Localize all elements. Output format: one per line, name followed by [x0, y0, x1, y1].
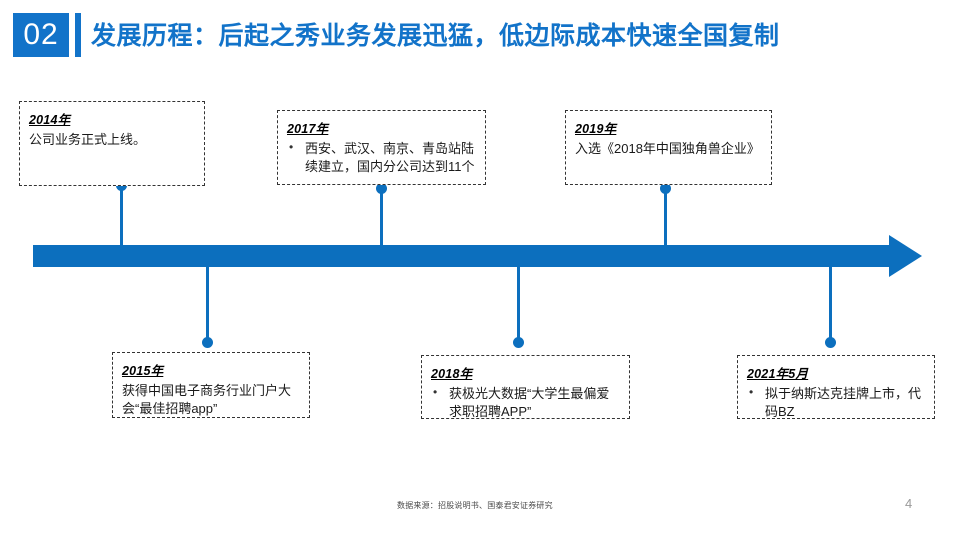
connector-line-2017 — [380, 188, 383, 247]
event-card-2017[interactable]: 2017年 • 西安、武汉、南京、青岛站陆续建立，国内分公司达到11个 — [277, 110, 486, 185]
section-number-badge: 02 — [13, 13, 69, 57]
bullet-icon: • — [289, 140, 294, 154]
event-body-2018: • 获极光大数据“大学生最偏爱求职招聘APP” — [431, 385, 621, 421]
event-year-2017: 2017年 — [287, 122, 329, 136]
source-note: 数据来源：招股说明书、国泰君安证券研究 — [397, 501, 553, 510]
event-year-2014: 2014年 — [29, 113, 71, 127]
event-card-2014[interactable]: 2014年 公司业务正式上线。 — [19, 101, 205, 186]
event-year-2015: 2015年 — [122, 364, 164, 378]
connector-dot-2021 — [825, 337, 836, 348]
connector-dot-2015 — [202, 337, 213, 348]
event-body-text-2018: 获极光大数据“大学生最偏爱求职招聘APP” — [449, 386, 610, 419]
event-body-text-2017: 西安、武汉、南京、青岛站陆续建立，国内分公司达到11个 — [305, 141, 475, 174]
event-body-text-2021: 拟于纳斯达克挂牌上市，代码BZ — [765, 386, 922, 419]
event-card-2015[interactable]: 2015年 获得中国电子商务行业门户大会“最佳招聘app” — [112, 352, 310, 418]
timeline-arrow-head-icon — [889, 235, 922, 277]
connector-dot-2017 — [376, 183, 387, 194]
header-divider — [75, 13, 81, 57]
event-body-2019: 入选《2018年中国独角兽企业》 — [575, 141, 760, 156]
connector-line-2021 — [829, 267, 832, 344]
connector-dot-2018 — [513, 337, 524, 348]
event-body-2015: 获得中国电子商务行业门户大会“最佳招聘app” — [122, 383, 292, 416]
slide-header: 02 发展历程：后起之秀业务发展迅猛，低边际成本快速全国复制 — [0, 0, 959, 75]
timeline-arrow-shaft — [33, 245, 891, 267]
event-body-2021: • 拟于纳斯达克挂牌上市，代码BZ — [747, 385, 926, 421]
page-title: 发展历程：后起之秀业务发展迅猛，低边际成本快速全国复制 — [91, 22, 780, 50]
event-card-2021[interactable]: 2021年5月 • 拟于纳斯达克挂牌上市，代码BZ — [737, 355, 935, 419]
bullet-icon: • — [749, 385, 754, 399]
bullet-icon: • — [433, 385, 438, 399]
page-number: 4 — [905, 496, 913, 511]
connector-line-2018 — [517, 267, 520, 344]
event-year-2018: 2018年 — [431, 367, 473, 381]
connector-line-2015 — [206, 267, 209, 344]
event-card-2018[interactable]: 2018年 • 获极光大数据“大学生最偏爱求职招聘APP” — [421, 355, 630, 419]
timeline-arrow — [33, 235, 922, 277]
connector-line-2019 — [664, 188, 667, 247]
event-card-2019[interactable]: 2019年 入选《2018年中国独角兽企业》 — [565, 110, 772, 185]
connector-line-2014 — [120, 185, 123, 247]
event-year-2019: 2019年 — [575, 122, 617, 136]
connector-dot-2019 — [660, 183, 671, 194]
event-year-2021: 2021年5月 — [747, 367, 809, 381]
event-body-2014: 公司业务正式上线。 — [29, 132, 147, 147]
event-body-2017: • 西安、武汉、南京、青岛站陆续建立，国内分公司达到11个 — [287, 140, 477, 176]
